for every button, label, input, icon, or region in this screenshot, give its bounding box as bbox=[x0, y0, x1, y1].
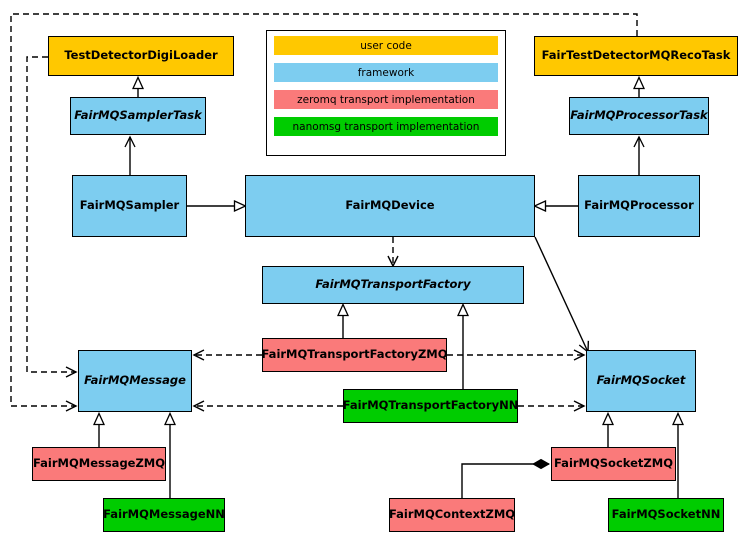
class-node-label: FairMQDevice bbox=[345, 198, 435, 213]
class-node-label: FairMQSocketNN bbox=[611, 507, 721, 522]
class-node-fair_test_detector_mq_reco_task[interactable]: FairTestDetectorMQRecoTask bbox=[534, 36, 738, 76]
class-node-label: FairMQSocketZMQ bbox=[554, 456, 673, 471]
class-node-label: FairMQMessageNN bbox=[103, 507, 225, 522]
class-node-fairmq_message_zmq[interactable]: FairMQMessageZMQ bbox=[32, 447, 166, 481]
legend-item-3: nanomsg transport implementation bbox=[274, 117, 498, 136]
class-node-fairmq_sampler[interactable]: FairMQSampler bbox=[72, 175, 187, 237]
class-node-label: FairMQTransportFactory bbox=[315, 277, 471, 292]
legend-item-label: framework bbox=[357, 66, 415, 79]
class-node-test_detector_digi_loader[interactable]: TestDetectorDigiLoader bbox=[48, 36, 234, 76]
class-node-fairmq_context_zmq[interactable]: FairMQContextZMQ bbox=[389, 498, 515, 532]
legend-item-label: user code bbox=[360, 39, 412, 52]
class-node-label: FairMQMessageZMQ bbox=[32, 456, 166, 471]
class-node-fairmq_device[interactable]: FairMQDevice bbox=[245, 175, 535, 237]
class-node-fairmq_sampler_task[interactable]: FairMQSamplerTask bbox=[70, 97, 206, 135]
legend-item-0: user code bbox=[274, 36, 498, 55]
class-node-label: FairMQSampler bbox=[79, 198, 180, 213]
class-node-label: FairMQProcessor bbox=[584, 198, 694, 213]
class-node-label: FairMQMessage bbox=[84, 373, 186, 388]
class-node-fairmq_processor[interactable]: FairMQProcessor bbox=[578, 175, 700, 237]
class-node-label: FairMQProcessorTask bbox=[570, 108, 708, 123]
class-node-label: FairMQTransportFactoryNN bbox=[342, 398, 519, 413]
edge-contextzmq-to-socketzmq bbox=[461, 464, 549, 498]
class-node-fairmq_transport_factory_nn[interactable]: FairMQTransportFactoryNN bbox=[343, 389, 518, 423]
class-node-fairmq_transport_factory[interactable]: FairMQTransportFactory bbox=[262, 266, 524, 304]
class-node-fairmq_transport_factory_zmq[interactable]: FairMQTransportFactoryZMQ bbox=[261, 338, 448, 372]
legend-item-2: zeromq transport implementation bbox=[274, 90, 498, 109]
class-node-label: FairMQSocket bbox=[596, 373, 686, 388]
class-node-fairmq_socket[interactable]: FairMQSocket bbox=[586, 350, 696, 412]
class-node-label: FairMQContextZMQ bbox=[388, 507, 516, 522]
class-node-label: FairTestDetectorMQRecoTask bbox=[541, 48, 731, 63]
class-node-fairmq_socket_nn[interactable]: FairMQSocketNN bbox=[608, 498, 724, 532]
class-node-label: FairMQTransportFactoryZMQ bbox=[261, 347, 448, 362]
edge-digiloader-to-message bbox=[26, 56, 78, 378]
legend-item-1: framework bbox=[274, 63, 498, 82]
class-node-fairmq_message_nn[interactable]: FairMQMessageNN bbox=[103, 498, 225, 532]
edge-device-to-socket bbox=[534, 236, 590, 354]
class-node-fairmq_processor_task[interactable]: FairMQProcessorTask bbox=[569, 97, 709, 135]
class-node-fairmq_message[interactable]: FairMQMessage bbox=[78, 350, 192, 412]
class-node-fairmq_socket_zmq[interactable]: FairMQSocketZMQ bbox=[551, 447, 676, 481]
class-node-label: FairMQSamplerTask bbox=[74, 108, 202, 123]
legend-item-label: zeromq transport implementation bbox=[297, 93, 475, 106]
legend-item-label: nanomsg transport implementation bbox=[292, 120, 480, 133]
edge-recotask-to-message bbox=[10, 13, 638, 412]
class-node-label: TestDetectorDigiLoader bbox=[64, 48, 218, 63]
